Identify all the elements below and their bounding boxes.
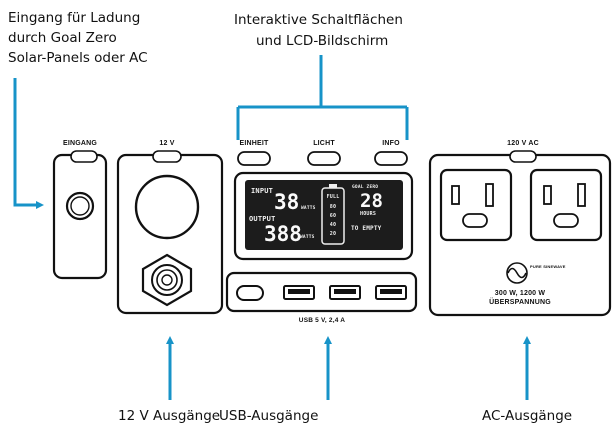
input-annotation-line3: Solar-Panels oder AC — [8, 50, 148, 66]
top-annotation-line1: Interaktive Schaltflächen — [234, 12, 403, 28]
usb-port-icon — [283, 285, 315, 300]
lcd-battery-80: 80 — [329, 204, 337, 210]
input-annotation-line1: Eingang für Ladung — [8, 10, 141, 26]
ac-rating-label: 300 W, 1200 W — [494, 290, 546, 297]
outlet-icon — [529, 168, 603, 242]
ac-surge-label: ÜBERSPANNUNG — [489, 299, 551, 306]
eingang-panel — [52, 150, 108, 280]
lcd-battery-20: 20 — [329, 231, 337, 237]
eingang-label: EINGANG — [62, 140, 98, 147]
pure-sine-label: PURE SINEWAVE — [530, 264, 566, 269]
usb-panel — [225, 271, 418, 313]
info-button — [374, 151, 408, 166]
lcd-to-empty: TO EMPTY — [351, 225, 382, 232]
licht-label: LICHT — [313, 140, 335, 147]
licht-button — [307, 151, 341, 166]
bottom-annotation-usb: USB-Ausgänge — [219, 408, 319, 424]
bottom-annotation-ac: AC-Ausgänge — [482, 408, 573, 424]
input-annotation-line2: durch Goal Zero — [8, 30, 117, 46]
sine-wave-icon — [506, 262, 528, 284]
arrow-icon — [166, 336, 531, 400]
usb-port-icon — [329, 285, 361, 300]
usb-port-icon — [375, 285, 407, 300]
lcd-output-value: 388 — [264, 222, 302, 246]
barrel-port-icon — [134, 174, 200, 240]
outlet-icon — [439, 168, 513, 242]
lcd-full-label: FULL — [326, 194, 340, 200]
lcd-input-label: INPUT — [251, 187, 274, 195]
lcd-screen — [233, 171, 414, 261]
lcd-time-unit: HOURS — [360, 211, 377, 217]
lcd-battery-40: 40 — [329, 222, 337, 228]
bottom-annotation-12v: 12 V Ausgänge — [118, 408, 221, 424]
info-label: INFO — [382, 140, 400, 147]
hex-socket-icon — [141, 253, 193, 307]
top-annotation-line2: und LCD-Bildschirm — [256, 33, 389, 49]
lcd-brand: GOAL ZERO — [352, 185, 379, 190]
top-bracket — [236, 55, 409, 140]
lcd-output-unit: WATTS — [300, 235, 315, 240]
ac-panel — [428, 150, 612, 317]
lcd-output-label: OUTPUT — [249, 215, 276, 223]
v12-label: 12 V — [159, 140, 175, 147]
lcd-input-unit: WATTS — [301, 206, 316, 211]
v12-panel — [116, 150, 224, 315]
lcd-input-value: 38 — [274, 190, 300, 214]
einheit-label: EINHEIT — [239, 140, 269, 147]
ac-label: 120 V AC — [507, 140, 539, 147]
lcd-battery-60: 60 — [329, 213, 337, 219]
einheit-button — [237, 151, 271, 166]
usb-c-port-icon — [236, 285, 264, 301]
lcd-time-value: 28 — [360, 190, 383, 212]
usb-label: USB 5 V, 2,4 A — [298, 317, 346, 324]
arrow-icon — [13, 78, 44, 209]
